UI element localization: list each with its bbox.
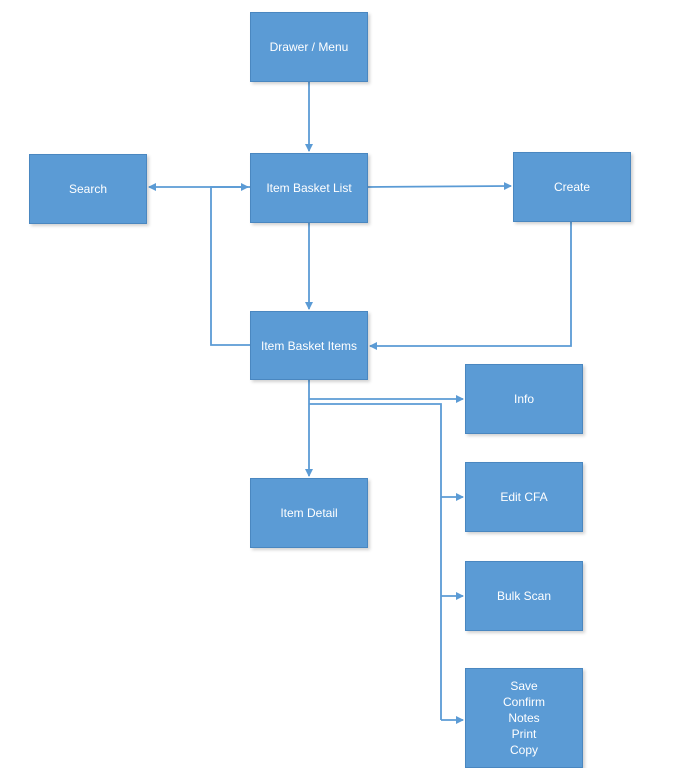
node-edit-cfa: Edit CFA xyxy=(465,462,583,532)
node-item-basket-list: Item Basket List xyxy=(250,153,368,223)
node-bulk-scan: Bulk Scan xyxy=(465,561,583,631)
connector-list-to-create xyxy=(367,182,512,191)
connector-items-branch xyxy=(309,403,442,720)
action-print-label: Print xyxy=(511,727,537,741)
node-create: Create xyxy=(513,152,631,222)
node-item-detail-label: Item Detail xyxy=(280,506,338,520)
action-notes-label: Notes xyxy=(508,711,540,725)
node-info-label: Info xyxy=(513,392,534,406)
node-item-basket-items-label: Item Basket Items xyxy=(260,338,358,353)
node-create-label: Create xyxy=(553,180,591,194)
node-drawer-menu-label: Drawer / Menu xyxy=(269,40,349,54)
node-edit-cfa-label: Edit CFA xyxy=(500,490,548,504)
node-info: Info xyxy=(465,364,583,434)
node-item-basket-list-label: Item Basket List xyxy=(266,181,352,195)
node-actions: Save Confirm Notes Print Copy xyxy=(465,668,583,768)
node-search-label: Search xyxy=(68,182,108,196)
node-bulk-scan-label: Bulk Scan xyxy=(496,589,552,603)
action-confirm-label: Confirm xyxy=(502,695,545,709)
node-item-basket-items: Item Basket Items xyxy=(250,311,368,380)
connector-items-to-list xyxy=(210,183,250,346)
action-save-label: Save xyxy=(510,679,538,693)
node-search: Search xyxy=(29,154,147,224)
node-drawer-menu: Drawer / Menu xyxy=(250,12,368,82)
action-copy-label: Copy xyxy=(509,743,538,757)
node-item-detail: Item Detail xyxy=(250,478,368,548)
connector-create-to-items xyxy=(369,222,572,350)
